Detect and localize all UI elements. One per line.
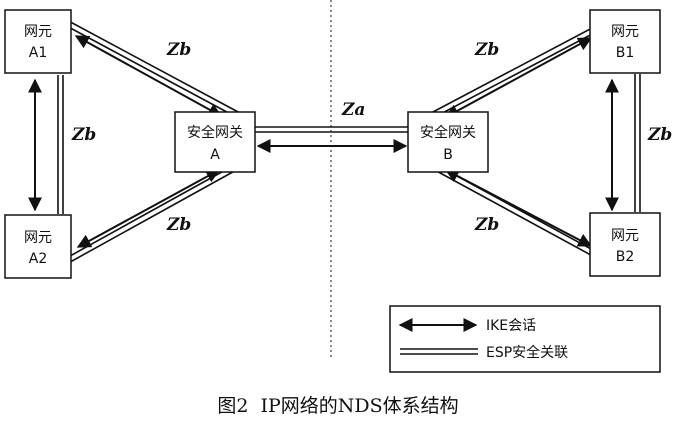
node-gw-a-line1: 安全网关	[187, 124, 243, 141]
label-zb-a2-gw: Zb	[166, 215, 191, 235]
legend-ike-label: IKE会话	[486, 318, 536, 334]
label-zb-a1-a2: Zb	[71, 125, 96, 145]
node-gw-a: 安全网关 A	[174, 111, 256, 173]
node-b2-line1: 网元	[611, 228, 639, 244]
node-b1-line1: 网元	[611, 24, 639, 40]
node-b1-line2: B1	[616, 45, 635, 61]
node-gw-b-line2: B	[443, 147, 453, 163]
node-b1: 网元 B1	[589, 9, 661, 74]
node-a2: 网元 A2	[4, 214, 72, 279]
esp-links	[57, 17, 641, 267]
legend: IKE会话 ESP安全关联	[389, 305, 661, 373]
label-zb-b2-gw: Zb	[474, 215, 499, 235]
node-gw-b: 安全网关 B	[407, 111, 489, 173]
ike-links	[28, 35, 619, 248]
node-a2-line2: A2	[29, 251, 47, 267]
legend-esp-line	[400, 348, 478, 355]
node-gw-a-line2: A	[210, 147, 220, 163]
label-za: Za	[341, 100, 365, 120]
label-zb-b1-b2: Zb	[647, 125, 672, 145]
node-a1: 网元 A1	[4, 9, 72, 74]
node-b2: 网元 B2	[589, 212, 661, 277]
node-a1-line1: 网元	[24, 24, 52, 40]
legend-esp-label: ESP安全关联	[486, 344, 568, 361]
node-gw-b-line1: 安全网关	[420, 124, 476, 141]
label-zb-b1-gw: Zb	[474, 40, 499, 60]
label-zb-a1-gw: Zb	[166, 40, 191, 60]
figure-caption: 图2 IP网络的NDS体系结构	[217, 395, 458, 417]
node-a1-line2: A1	[29, 45, 47, 61]
node-a2-line1: 网元	[24, 230, 52, 246]
node-b2-line2: B2	[616, 249, 635, 265]
